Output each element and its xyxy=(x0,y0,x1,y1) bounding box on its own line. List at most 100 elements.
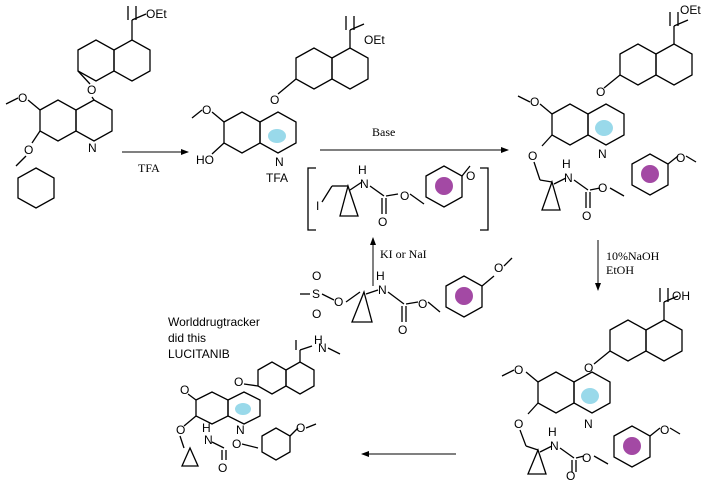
quinoline-nitrogen-label: N xyxy=(275,155,284,169)
iodide-intermediate: I H N O O O xyxy=(307,163,489,231)
carbonyl-oxygen-label: O xyxy=(398,323,407,337)
yellow-ring xyxy=(195,391,229,425)
green-ring xyxy=(113,39,151,82)
quinoline-nitrogen-label: N xyxy=(598,147,607,161)
green-ring xyxy=(655,43,693,86)
ether-oxygen-label: O xyxy=(596,85,605,99)
lavender-benzyl-ring xyxy=(17,167,55,209)
quinoline-pyridine-ring xyxy=(259,111,297,154)
ester-label: OEt xyxy=(364,33,385,47)
orange-ring xyxy=(77,39,115,82)
nh-label: H xyxy=(314,333,323,347)
ester-oxygen-label: O xyxy=(400,189,409,203)
methoxy-oxygen-label: O xyxy=(296,421,305,435)
iodine-label: I xyxy=(316,199,319,213)
reagent-step3-line1: 10%NaOH xyxy=(606,249,660,263)
tfa-salt-label: TFA xyxy=(266,171,288,185)
yellow-ring xyxy=(551,103,589,146)
ether-oxygen-label: O xyxy=(270,93,279,107)
amide-h-label: H xyxy=(548,425,557,439)
benzyl-oxygen-label: O xyxy=(24,143,33,157)
methoxy-oxygen-label: O xyxy=(180,383,189,397)
lucitanib-product: Worlddrugtracker did this LUCITANIB H N … xyxy=(168,315,341,475)
pink-cyclopropane xyxy=(527,448,547,475)
purple-marker xyxy=(623,437,641,455)
orange-ring xyxy=(257,361,287,395)
ester-label: OEt xyxy=(680,3,701,17)
naphthalene-ester-fragment: OEt O xyxy=(77,6,167,97)
pink-cyclopropane xyxy=(351,289,373,323)
methoxy-oxygen-label: O xyxy=(202,103,211,117)
annotation-line2: did this xyxy=(168,331,206,345)
yellow-ring xyxy=(537,371,575,414)
purple-marker xyxy=(641,165,659,183)
amide-h-label: H xyxy=(358,163,367,177)
amide-n-label: N xyxy=(378,283,387,297)
ester-oxygen-label: O xyxy=(582,451,591,465)
purple-marker xyxy=(435,177,453,195)
methoxy-oxygen-label: O xyxy=(530,95,539,109)
ether-oxygen-label: O xyxy=(234,375,243,389)
carbonyl-oxygen-label: O xyxy=(582,209,591,223)
linker-oxygen-label: O xyxy=(176,423,185,437)
ether-oxygen-label: O xyxy=(87,83,96,97)
reagent-step3-line2: EtOH xyxy=(606,263,634,277)
ether-oxygen-label: O xyxy=(584,361,593,375)
mesylate-reagent: S O O O H N O O O xyxy=(300,257,513,337)
quinoline-pyridine-ring xyxy=(573,371,611,414)
amide-n-label: N xyxy=(360,177,369,191)
quinoline-pyridine-ring xyxy=(227,391,261,425)
annotation-line3: LUCITANIB xyxy=(168,347,230,361)
quinoline-pyridine-ring xyxy=(75,99,113,142)
quinoline-nitrogen-label: N xyxy=(236,423,245,437)
methoxy-oxygen-label: O xyxy=(660,423,669,437)
orange-ring xyxy=(619,43,657,86)
quinoline-nitrogen-label: N xyxy=(584,417,593,431)
amide-h-label: H xyxy=(376,269,385,283)
green-ring xyxy=(645,319,683,362)
ester-oxygen-label: O xyxy=(232,437,241,451)
sulfonyl-oxygen-top: O xyxy=(312,269,321,283)
purple-benzene-ring xyxy=(631,153,669,196)
reagent-finkelstein: KI or NaI xyxy=(380,247,427,261)
amide-n-label: N xyxy=(204,433,213,447)
purple-benzene-ring xyxy=(613,425,651,468)
quinoline-fragment: N O O xyxy=(5,91,113,167)
annotation-line1: Worlddrugtracker xyxy=(168,315,260,329)
amide-n-label: N xyxy=(550,439,559,453)
purple-benzene-ring xyxy=(261,427,291,461)
orange-ring xyxy=(609,319,647,362)
yellow-ring xyxy=(223,111,261,154)
coupled-ester-intermediate: OEt O N O O H N O O O xyxy=(517,3,701,223)
sulfonyl-oxygen-bottom: O xyxy=(312,307,321,321)
hydroxyl-label: HO xyxy=(196,153,214,167)
phenol-intermediate: OEt O N TFA O HO xyxy=(191,16,385,185)
quinoline-pyridine-ring xyxy=(587,103,625,146)
orange-ring xyxy=(295,47,333,90)
purple-marker xyxy=(455,287,473,305)
amide-h-label: H xyxy=(562,157,571,171)
amide-h-label: H xyxy=(202,421,211,435)
reagent-step2: Base xyxy=(372,125,395,139)
light-blue-marker xyxy=(235,403,251,415)
ester-label: OEt xyxy=(146,7,167,21)
methoxy-oxygen-label: O xyxy=(514,363,523,377)
ester-oxygen-label: O xyxy=(598,181,607,195)
pink-cyclopropane xyxy=(339,183,359,217)
linker-oxygen-label: O xyxy=(514,417,523,431)
amide-n-label: N xyxy=(564,171,573,185)
reagent-step1: TFA xyxy=(138,161,160,175)
pink-cyclopropane xyxy=(180,446,200,467)
carbonyl-oxygen-label: O xyxy=(218,461,227,475)
green-ring xyxy=(331,47,369,90)
linker-oxygen-label: O xyxy=(528,149,537,163)
methoxy-oxygen-label: O xyxy=(18,91,27,105)
amide-n-label: N xyxy=(318,341,327,355)
pink-cyclopropane xyxy=(541,179,561,211)
green-ring xyxy=(285,361,315,395)
mesylate-oxygen-label: O xyxy=(334,295,343,309)
carbonyl-oxygen-label: O xyxy=(566,469,575,481)
starting-material: OEt O N O O xyxy=(5,6,167,209)
ester-oxygen-label: O xyxy=(418,297,427,311)
